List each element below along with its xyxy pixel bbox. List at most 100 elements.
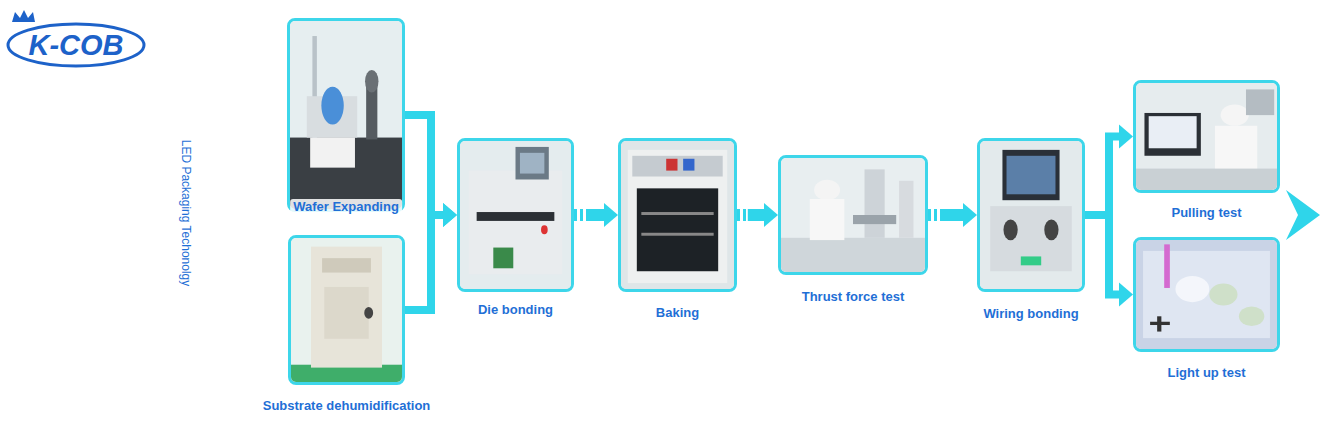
photo-part <box>364 307 373 319</box>
connector-line <box>405 215 443 310</box>
process-photo-box: Light up test <box>1133 237 1280 352</box>
photo-part <box>291 238 402 382</box>
photo-part <box>666 159 677 171</box>
step-caption: Pulling test <box>1171 205 1241 221</box>
arrow-head <box>1119 283 1133 307</box>
photo-part <box>493 248 513 269</box>
connector-line <box>1085 137 1119 216</box>
photo <box>291 238 402 382</box>
photo-part <box>628 150 727 283</box>
vertical-title: LED Packaging Techonolgy <box>179 140 193 287</box>
photo-part <box>637 188 718 271</box>
process-photo-box: Substrate dehumidification <box>288 235 405 385</box>
process-photo-box: Die bonding <box>457 138 574 292</box>
end-chevron <box>1286 190 1320 240</box>
photo-part <box>1246 89 1274 115</box>
step-caption: Thrust force test <box>802 289 905 305</box>
photo <box>980 141 1082 289</box>
photo-part <box>1136 169 1277 190</box>
photo-part <box>1136 240 1277 349</box>
photo-part <box>311 247 382 368</box>
arrow-head <box>443 203 457 227</box>
connector-line <box>748 209 764 221</box>
connector-stripes <box>574 209 586 221</box>
photo-part <box>324 287 368 339</box>
process-photo-box: Thrust force test <box>778 155 928 275</box>
photo-part <box>865 169 885 237</box>
photo-part <box>1002 150 1059 200</box>
arrow-head <box>1119 125 1133 149</box>
flow-connector <box>405 203 457 310</box>
photo-part <box>310 138 355 168</box>
photo-part <box>1239 306 1264 326</box>
photo <box>460 141 571 289</box>
photo-part <box>781 238 925 272</box>
photo-part <box>621 141 734 289</box>
photo-part <box>520 153 544 174</box>
photo-part <box>1149 116 1197 148</box>
photo <box>290 21 402 209</box>
photo-part <box>1157 316 1161 331</box>
process-photo-box: Wafer Expanding <box>287 18 405 212</box>
photo-part <box>1221 104 1249 125</box>
photo-part <box>365 70 378 93</box>
photo-part <box>641 212 713 215</box>
photo-part <box>1021 256 1041 265</box>
photo-part <box>469 171 562 275</box>
step-caption: Wiring bonding <box>983 306 1078 322</box>
logo-oval <box>8 24 144 66</box>
process-photo-box: Wiring bonding <box>977 138 1085 292</box>
arrow-head <box>443 203 457 227</box>
flow-connector <box>574 203 618 227</box>
photo-part <box>516 147 549 180</box>
flow-connector <box>928 203 977 227</box>
connector-line <box>1085 215 1119 295</box>
photo-part <box>632 156 722 177</box>
photo <box>1136 83 1277 190</box>
photo-part <box>853 215 896 224</box>
photo-part <box>781 158 925 272</box>
photo-part <box>477 212 555 221</box>
arrow-head <box>963 203 977 227</box>
photo-part <box>1003 219 1017 240</box>
logo-text: K-COB <box>28 29 123 61</box>
step-caption: Light up test <box>1168 365 1246 381</box>
photo-part <box>1143 251 1270 338</box>
photo-part <box>1209 284 1237 306</box>
arrow-head <box>764 203 778 227</box>
step-caption: Die bonding <box>478 302 553 318</box>
arrow-head <box>604 203 618 227</box>
photo-part <box>899 181 913 238</box>
logo-crown <box>12 10 35 22</box>
photo-part <box>1175 276 1209 302</box>
photo-part <box>460 141 571 289</box>
connector-line <box>405 115 443 215</box>
photo <box>1136 240 1277 349</box>
flow-connector <box>1085 125 1133 216</box>
photo-part <box>641 233 713 236</box>
photo-part <box>321 87 343 125</box>
step-caption: Baking <box>656 305 699 321</box>
process-photo-box: Pulling test <box>1133 80 1280 193</box>
step-caption: Substrate dehumidification <box>263 398 431 414</box>
connector-line <box>942 209 963 221</box>
flow-connector <box>737 203 778 227</box>
photo-part <box>1164 244 1170 288</box>
photo-part <box>290 21 402 209</box>
photo-part <box>1044 219 1058 240</box>
connector-line <box>586 209 604 221</box>
connector-stripes <box>928 209 942 221</box>
photo-part <box>814 180 840 201</box>
flow-connector <box>1085 215 1133 307</box>
process-photo-box: Baking <box>618 138 737 292</box>
photo-part <box>1007 156 1056 194</box>
photo-part <box>1136 83 1277 190</box>
photo-part <box>980 141 1082 289</box>
photo-part <box>1144 113 1200 156</box>
photo-part <box>810 199 845 240</box>
photo-part <box>541 225 548 234</box>
step-caption: Wafer Expanding <box>290 199 402 215</box>
photo <box>621 141 734 289</box>
photo-part <box>683 159 694 171</box>
